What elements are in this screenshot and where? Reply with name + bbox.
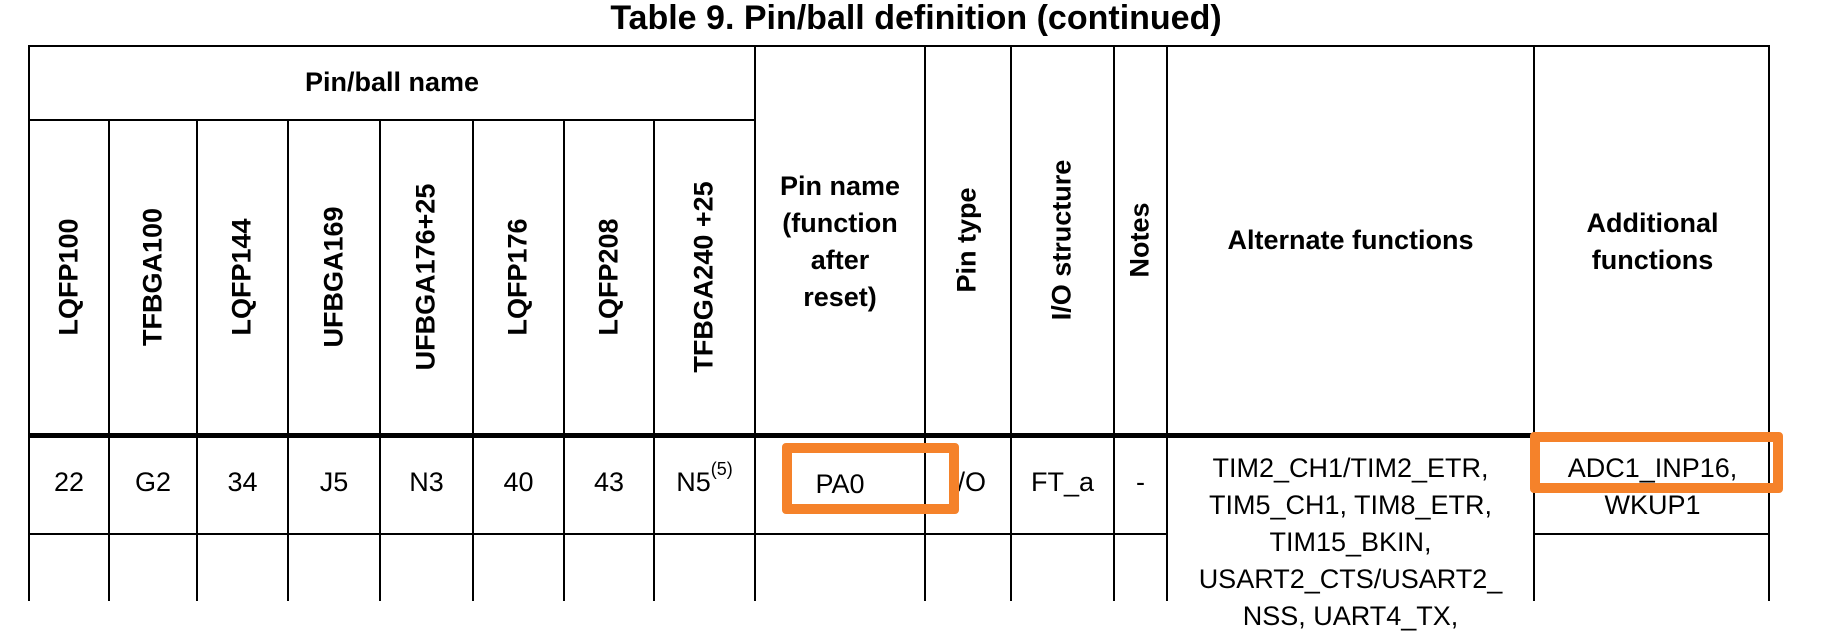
- cell-pin-name: PA0: [815, 469, 865, 499]
- pin-name-header: Pin name (function after reset): [756, 168, 924, 316]
- package-header-lqfp100: LQFP100: [53, 218, 84, 336]
- package-header-ufbga176: UFBGA176+25: [410, 183, 441, 371]
- cell-tfbga240-value: N5: [676, 467, 711, 497]
- col-divider: [754, 45, 756, 601]
- pin-name-header-line: reset): [803, 282, 877, 312]
- package-header-lqfp208: LQFP208: [593, 218, 624, 336]
- pin-name-header-line: (function: [782, 208, 898, 238]
- highlight-pin-name: [782, 443, 959, 514]
- additional-functions-header-line: Additional: [1586, 208, 1719, 238]
- pin-type-header: Pin type: [951, 187, 982, 293]
- additional-function-line: ADC1_INP16,: [1567, 453, 1738, 483]
- cell-tfbga100: G2: [134, 467, 172, 497]
- pin-ball-name-header: Pin/ball name: [304, 67, 480, 97]
- alternate-function-line: TIM2_CH1/TIM2_ETR,: [1212, 453, 1489, 483]
- header-bottom-rule: [28, 433, 1770, 438]
- alternate-functions-header: Alternate functions: [1227, 225, 1474, 255]
- col-divider: [287, 120, 289, 601]
- alternate-function-line: NSS, UART4_TX,: [1242, 601, 1459, 631]
- col-divider: [108, 120, 110, 601]
- col-divider: [924, 45, 926, 601]
- package-header-lqfp176: LQFP176: [502, 218, 533, 336]
- cell-lqfp208: 43: [593, 467, 625, 497]
- col-divider: [563, 120, 565, 601]
- package-header-lqfp144: LQFP144: [226, 218, 257, 336]
- cell-lqfp100: 22: [53, 467, 85, 497]
- cell-lqfp176: 40: [503, 467, 534, 497]
- package-header-ufbga169: UFBGA169: [318, 206, 349, 348]
- col-divider: [1166, 45, 1168, 601]
- pin-name-header-line: after: [810, 245, 870, 275]
- group-header-underline: [28, 119, 756, 121]
- alternate-function-line: USART2_CTS/USART2_: [1198, 564, 1503, 594]
- cell-ufbga176: N3: [409, 467, 444, 497]
- footnote-ref: (5): [710, 459, 733, 479]
- pin-name-header-line: Pin name: [779, 171, 901, 201]
- table-title: Table 9. Pin/ball definition (continued): [610, 0, 1222, 37]
- col-divider: [1010, 45, 1012, 601]
- package-header-tfbga100: TFBGA100: [137, 207, 168, 347]
- cell-tfbga240: N5(5): [655, 460, 754, 497]
- cell-alternate-functions: TIM2_CH1/TIM2_ETR, TIM5_CH1, TIM8_ETR, T…: [1168, 450, 1533, 635]
- col-divider: [1533, 45, 1535, 601]
- col-divider: [196, 120, 198, 601]
- notes-header: Notes: [1124, 202, 1155, 278]
- alternate-function-line: TIM5_CH1, TIM8_ETR,: [1208, 490, 1493, 520]
- row-divider: [1533, 533, 1770, 535]
- alternate-function-line: TIM15_BKIN,: [1269, 527, 1432, 557]
- io-structure-header: I/O structure: [1046, 159, 1077, 321]
- pin-definition-table: [28, 45, 1770, 601]
- col-divider: [653, 120, 655, 601]
- col-divider: [1113, 45, 1115, 601]
- col-divider: [472, 120, 474, 601]
- cell-io-structure: FT_a: [1030, 467, 1095, 497]
- additional-function-line: WKUP1: [1604, 490, 1701, 520]
- additional-functions-header: Additional functions: [1535, 205, 1770, 279]
- cell-notes: -: [1136, 467, 1145, 497]
- package-header-tfbga240: TFBGA240 +25: [688, 181, 719, 373]
- row-divider: [28, 533, 1168, 535]
- additional-functions-header-line: functions: [1591, 245, 1714, 275]
- cell-additional-functions: ADC1_INP16, WKUP1: [1535, 450, 1770, 524]
- cell-ufbga169: J5: [319, 467, 349, 497]
- col-divider: [379, 120, 381, 601]
- highlight-additional-functions: [1530, 432, 1783, 493]
- cell-lqfp144: 34: [227, 467, 258, 497]
